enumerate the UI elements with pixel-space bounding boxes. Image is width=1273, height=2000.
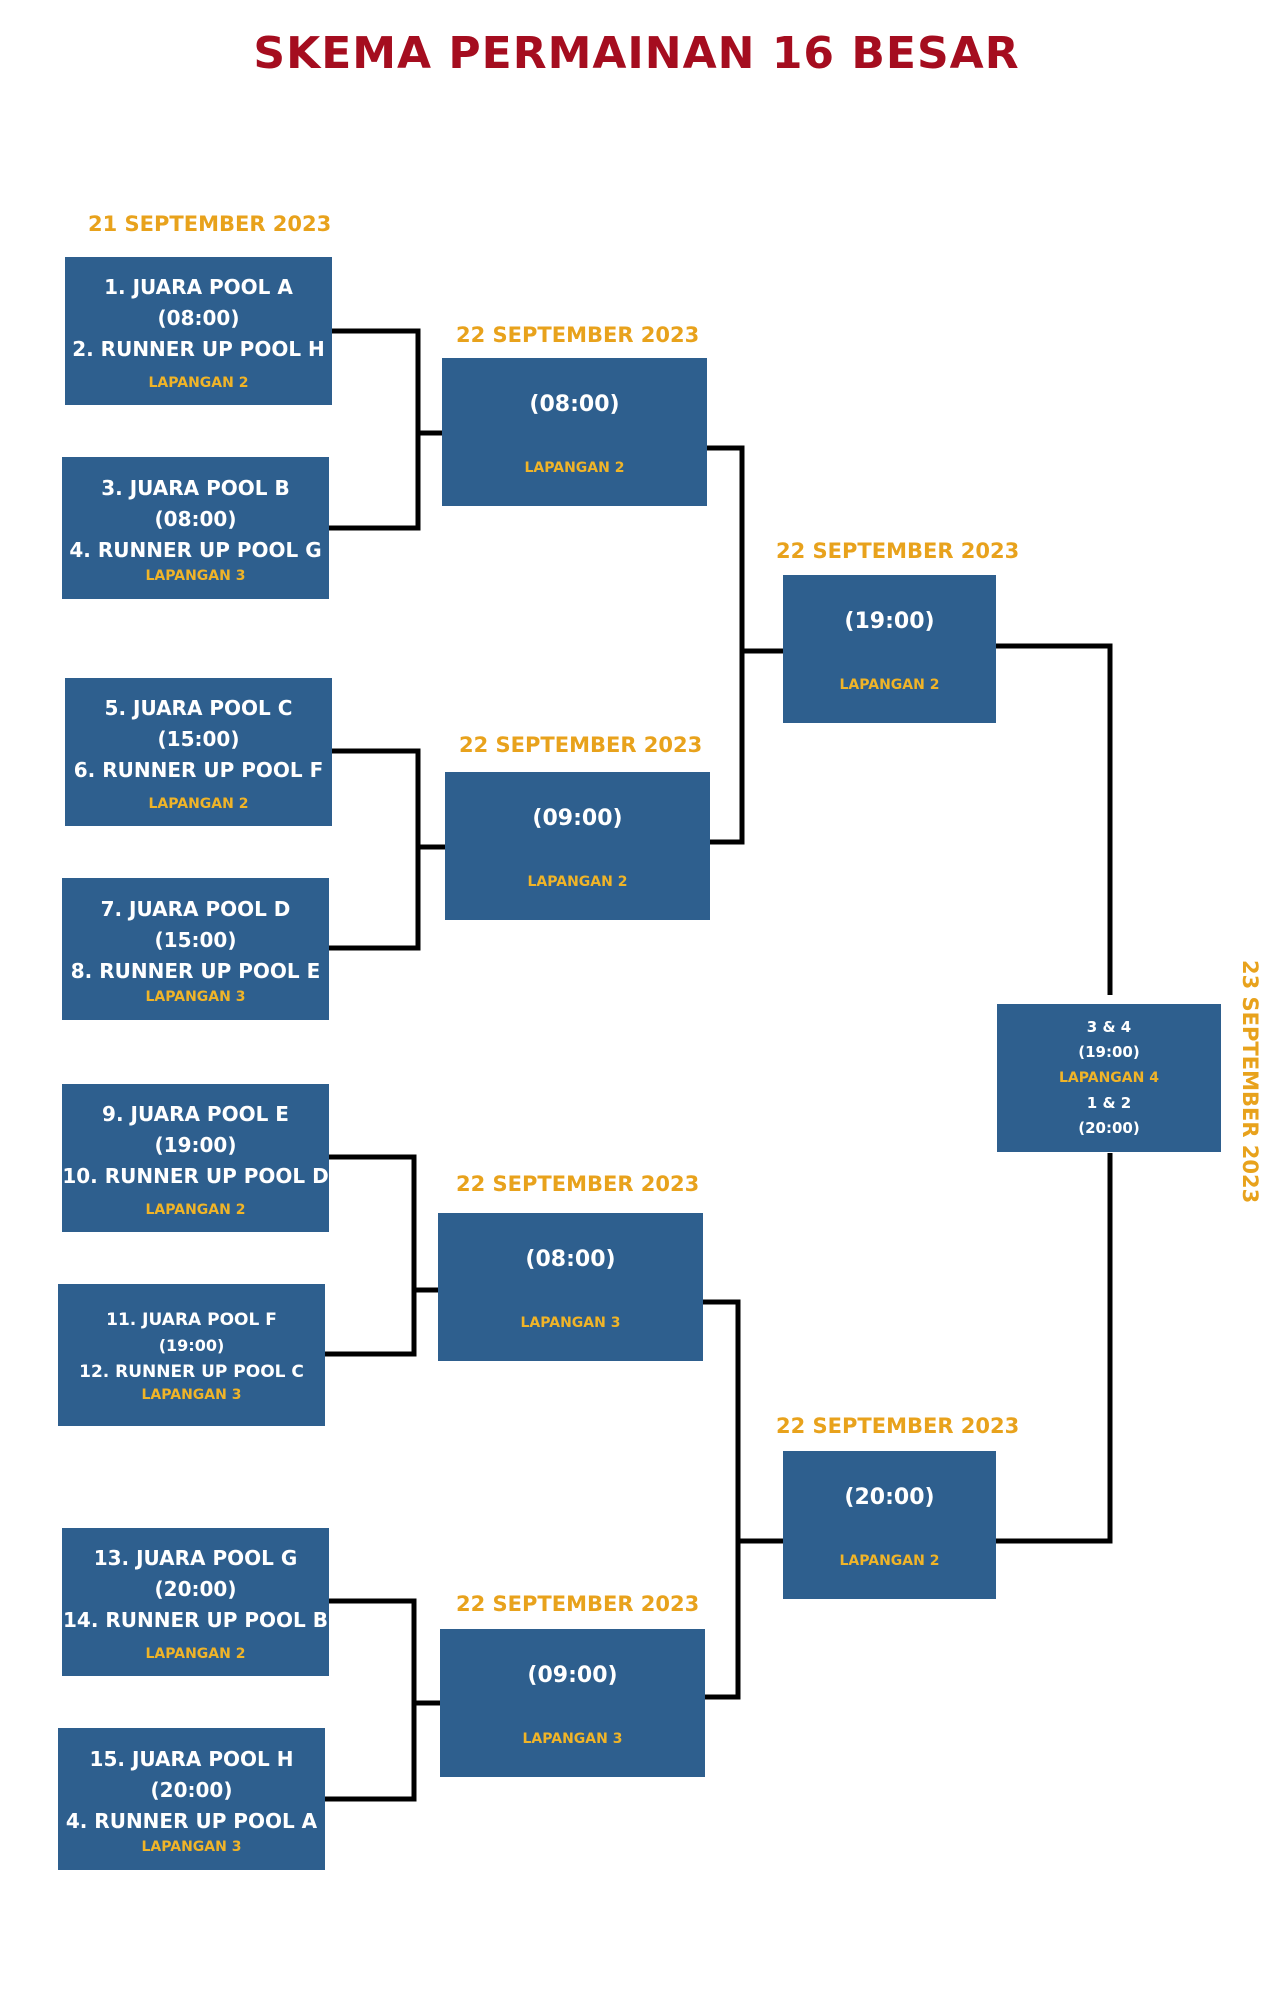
match-venue: LAPANGAN 3 — [141, 1838, 242, 1855]
match-3: 5. JUARA POOL C (15:00) 6. RUNNER UP POO… — [65, 678, 332, 826]
match-team2: 14. RUNNER UP POOL B — [63, 1607, 329, 1632]
match-team1: 5. JUARA POOL C — [104, 695, 293, 720]
round2-date: 22 SEPTEMBER 2023 — [459, 733, 703, 757]
match-venue: LAPANGAN 2 — [839, 676, 940, 693]
match-8: 15. JUARA POOL H (20:00) 4. RUNNER UP PO… — [58, 1728, 325, 1870]
round1-date: 21 SEPTEMBER 2023 — [88, 212, 332, 236]
match-time: (09:00) — [532, 805, 623, 831]
match-team2: 2. RUNNER UP POOL H — [72, 336, 325, 361]
round2-date: 22 SEPTEMBER 2023 — [456, 1592, 700, 1616]
match-venue: LAPANGAN 3 — [145, 988, 246, 1005]
match-time: (15:00) — [157, 726, 240, 751]
match-team2: 4. RUNNER UP POOL A — [65, 1808, 318, 1833]
match-time: (20:00) — [150, 1777, 233, 1802]
match-team1: 11. JUARA POOL F — [106, 1310, 277, 1330]
match-team1: 9. JUARA POOL E — [102, 1101, 289, 1126]
match-r2-2: (09:00) LAPANGAN 2 — [445, 772, 710, 920]
match-r2-3: (08:00) LAPANGAN 3 — [438, 1213, 703, 1361]
round2-date: 22 SEPTEMBER 2023 — [456, 1172, 700, 1196]
match-time: (20:00) — [154, 1576, 237, 1601]
final-venue: LAPANGAN 4 — [1059, 1070, 1159, 1086]
match-team1: 1. JUARA POOL A — [104, 274, 293, 299]
match-team1: 15. JUARA POOL H — [89, 1746, 294, 1771]
match-r3-1: (19:00) LAPANGAN 2 — [783, 575, 996, 723]
final-label: 1 & 2 — [1086, 1094, 1132, 1112]
match-team2: 6. RUNNER UP POOL F — [73, 757, 324, 782]
third-place-time: (19:00) — [1078, 1043, 1140, 1061]
match-team1: 7. JUARA POOL D — [100, 896, 291, 921]
match-time: (19:00) — [158, 1336, 225, 1355]
round2-date: 22 SEPTEMBER 2023 — [456, 323, 700, 347]
match-r2-4: (09:00) LAPANGAN 3 — [440, 1629, 705, 1777]
match-team2: 12. RUNNER UP POOL C — [79, 1362, 304, 1382]
match-team1: 13. JUARA POOL G — [93, 1545, 298, 1570]
match-team2: 4. RUNNER UP POOL G — [69, 537, 322, 562]
match-6: 11. JUARA POOL F (19:00) 12. RUNNER UP P… — [58, 1284, 325, 1426]
match-5: 9. JUARA POOL E (19:00) 10. RUNNER UP PO… — [62, 1084, 329, 1232]
match-1: 1. JUARA POOL A (08:00) 2. RUNNER UP POO… — [65, 257, 332, 405]
match-venue: LAPANGAN 2 — [145, 1645, 246, 1662]
match-time: (08:00) — [525, 1246, 616, 1272]
match-4: 7. JUARA POOL D (15:00) 8. RUNNER UP POO… — [62, 878, 329, 1020]
match-r2-1: (08:00) LAPANGAN 2 — [442, 358, 707, 506]
third-place-label: 3 & 4 — [1086, 1018, 1132, 1036]
match-team2: 10. RUNNER UP POOL D — [62, 1163, 329, 1188]
match-7: 13. JUARA POOL G (20:00) 14. RUNNER UP P… — [62, 1528, 329, 1676]
match-time: (19:00) — [154, 1132, 237, 1157]
page-title: SKEMA PERMAINAN 16 BESAR — [253, 28, 1020, 79]
match-time: (15:00) — [154, 927, 237, 952]
match-venue: LAPANGAN 3 — [141, 1387, 242, 1403]
match-time: (08:00) — [157, 305, 240, 330]
match-venue: LAPANGAN 2 — [524, 459, 625, 476]
match-time: (08:00) — [529, 391, 620, 417]
match-venue: LAPANGAN 2 — [148, 374, 249, 391]
match-2: 3. JUARA POOL B (08:00) 4. RUNNER UP POO… — [62, 457, 329, 599]
match-venue: LAPANGAN 2 — [527, 873, 628, 890]
final-date: 23 SEPTEMBER 2023 — [1238, 960, 1262, 1204]
match-venue: LAPANGAN 3 — [522, 1730, 623, 1747]
match-venue: LAPANGAN 2 — [839, 1552, 940, 1569]
match-time: (09:00) — [527, 1662, 618, 1688]
final-match: 3 & 4 (19:00) LAPANGAN 4 1 & 2 (20:00) — [997, 1004, 1221, 1152]
match-venue: LAPANGAN 2 — [148, 795, 249, 812]
match-time: (19:00) — [844, 608, 935, 634]
round3-date: 22 SEPTEMBER 2023 — [776, 1414, 1020, 1438]
match-time: (20:00) — [844, 1484, 935, 1510]
match-venue: LAPANGAN 3 — [145, 567, 246, 584]
match-r3-2: (20:00) LAPANGAN 2 — [783, 1451, 996, 1599]
match-venue: LAPANGAN 2 — [145, 1201, 246, 1218]
match-team2: 8. RUNNER UP POOL E — [70, 958, 321, 983]
round3-date: 22 SEPTEMBER 2023 — [776, 539, 1020, 563]
match-venue: LAPANGAN 3 — [520, 1314, 621, 1331]
match-team1: 3. JUARA POOL B — [101, 475, 290, 500]
match-time: (08:00) — [154, 506, 237, 531]
final-time: (20:00) — [1078, 1119, 1140, 1137]
